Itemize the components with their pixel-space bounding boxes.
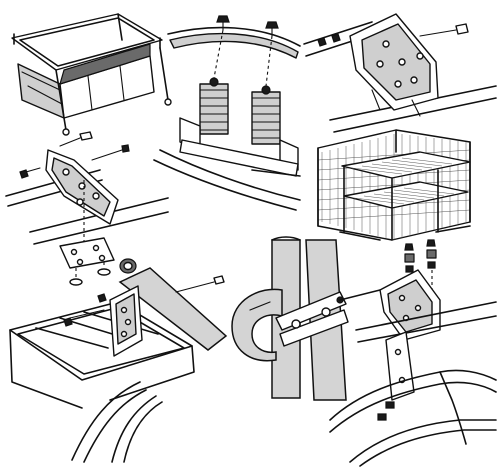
panel-rear-bracket-mount (329, 239, 497, 467)
spring-left (199, 77, 229, 135)
panel-seatpost-clamp (231, 236, 349, 401)
spring-right (251, 85, 281, 145)
panel-mesh-basket (317, 129, 471, 241)
panel-seat-spring-mount (153, 15, 301, 211)
panel-rack-frame-with-bags (11, 13, 172, 136)
panel-rack-bracket-mount (5, 131, 169, 286)
panel-clamp-bracket-exploded (303, 13, 497, 133)
panel-front-rack-assembly (9, 258, 228, 463)
